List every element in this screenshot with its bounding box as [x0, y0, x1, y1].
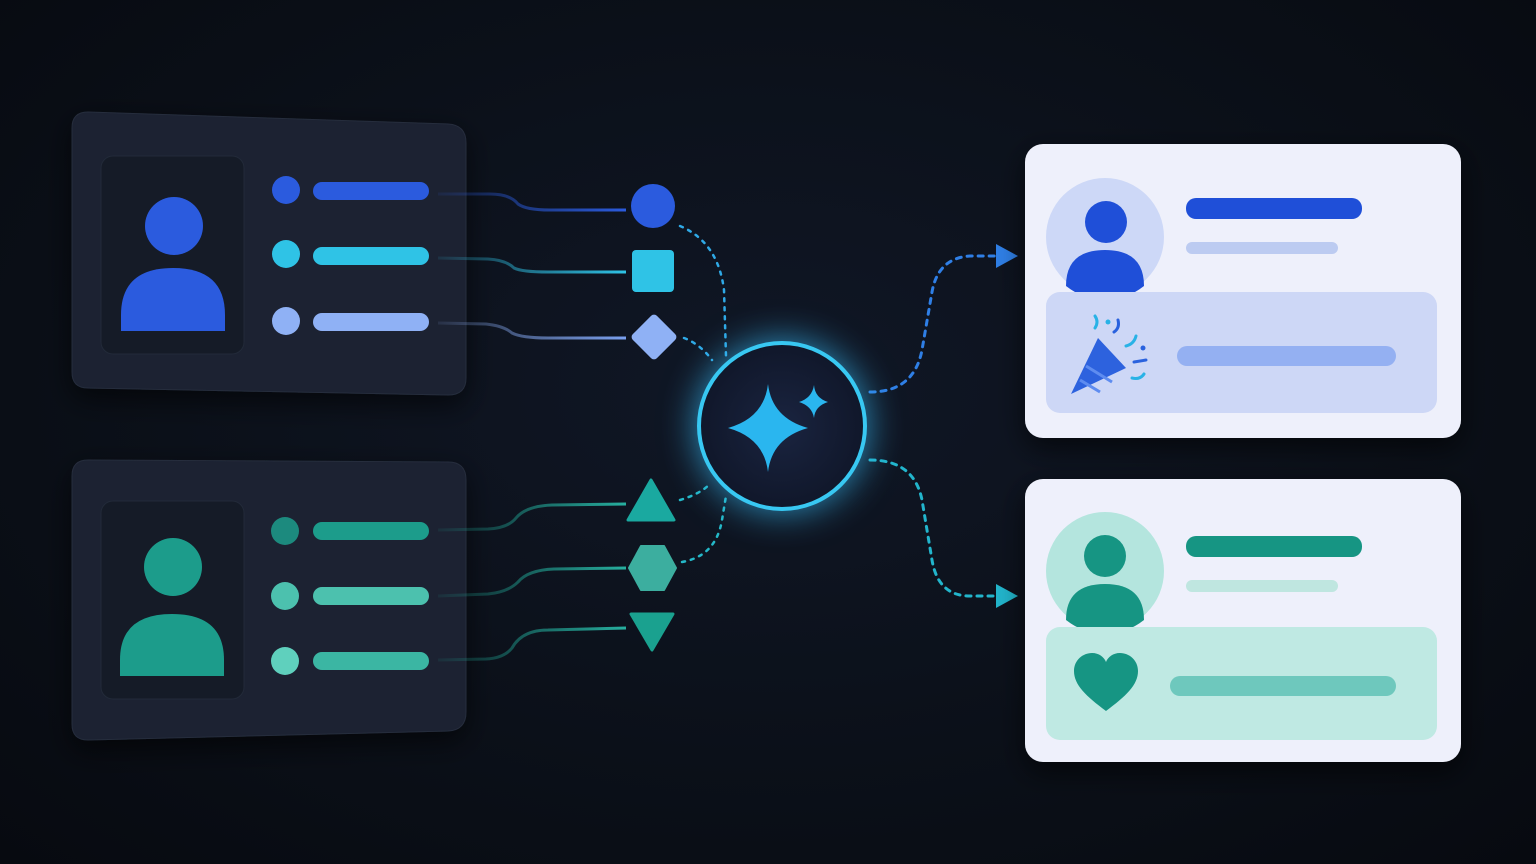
connector-line: [437, 566, 627, 598]
attribute-bar: [313, 313, 429, 331]
triangle-down-icon: [629, 612, 675, 652]
attribute-bar: [313, 522, 429, 540]
connector-line: [437, 626, 627, 662]
subtitle-bar: [1186, 580, 1338, 592]
arrow-right-icon: [996, 244, 1018, 268]
attribute-bar: [313, 587, 429, 605]
attribute-bullet: [272, 176, 300, 204]
person-icon: [1066, 201, 1144, 300]
attribute-bullet: [272, 240, 300, 268]
arrow-right-icon: [996, 584, 1018, 608]
attribute-bar: [313, 182, 429, 200]
connector-line: [437, 502, 627, 532]
attribute-bullet: [271, 647, 299, 675]
dotted-link: [682, 336, 714, 362]
person-icon: [1066, 535, 1144, 634]
dotted-link: [678, 224, 728, 358]
connector-line: [438, 192, 626, 212]
triangle-up-icon: [626, 478, 676, 522]
output-connector-blue: [868, 254, 1000, 394]
subtitle-bar: [1186, 242, 1338, 254]
diamond-icon: [631, 314, 677, 360]
attribute-bullet: [271, 582, 299, 610]
dotted-link: [678, 482, 712, 502]
connector-line: [437, 256, 626, 274]
party-popper-icon: [1071, 314, 1148, 394]
dotted-link: [680, 494, 728, 564]
banner-text-bar: [1170, 676, 1396, 696]
heart-icon: [1074, 653, 1138, 711]
sparkle-icon: [728, 384, 828, 472]
person-icon: [121, 197, 225, 331]
attribute-bullet: [271, 517, 299, 545]
person-icon: [120, 538, 224, 676]
circle-icon: [631, 184, 675, 228]
output-connector-teal: [868, 458, 1000, 598]
title-bar: [1186, 536, 1362, 557]
attribute-bar: [313, 247, 429, 265]
hexagon-icon: [628, 545, 677, 591]
title-bar: [1186, 198, 1362, 219]
banner-text-bar: [1177, 346, 1396, 366]
attribute-bar: [313, 652, 429, 670]
connector-line: [437, 321, 626, 340]
attribute-bullet: [272, 307, 300, 335]
square-icon: [632, 250, 674, 292]
